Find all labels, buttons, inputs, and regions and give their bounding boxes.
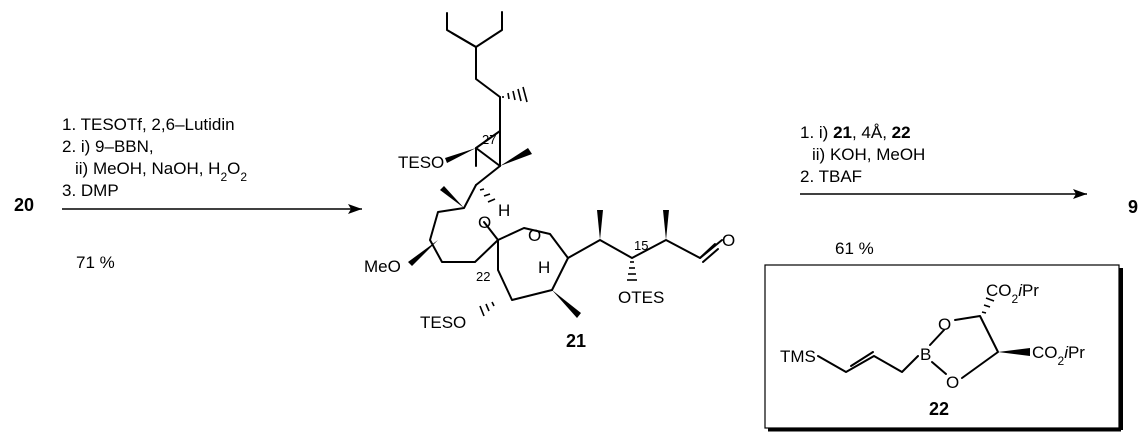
reagent-22-box: TMS B O O CO2iPr CO2iPr 22 <box>764 264 1123 432</box>
wedge-methyl-c26 <box>500 148 532 166</box>
reaction-arrow-1-head <box>348 204 362 214</box>
step2-condition-3: 2. TBAF <box>800 167 862 186</box>
structure-21: 27 TESO H O MeO 22 O H TESO <box>364 11 735 332</box>
bond-b-o-top <box>929 329 945 346</box>
atom-b: B <box>920 345 931 364</box>
step1-condition-2b: ii) MeOH, NaOH, H2O2 <box>75 159 247 184</box>
bond-allyl-chain <box>817 355 919 373</box>
atom-o-ring2: O <box>528 226 541 245</box>
hashed-bond-teso-bottom <box>479 301 495 317</box>
bond-chain <box>475 46 501 98</box>
hashed-bond-co2-top <box>981 297 995 314</box>
atom-o-aldehyde: O <box>722 231 735 250</box>
ring-a <box>429 184 499 263</box>
atom-h-mid: H <box>538 258 550 277</box>
wedge-methyl-c16 <box>597 210 603 240</box>
bond-allyl-double <box>850 351 874 367</box>
step1-condition-3: 3. DMP <box>62 181 119 200</box>
bond-alkene-chain <box>446 11 503 48</box>
wedge-methyl-ringb <box>552 290 581 318</box>
compound-label-22: 22 <box>929 399 949 419</box>
atom-otes: OTES <box>618 288 664 307</box>
wedge-methyl-c14 <box>663 210 669 240</box>
compound-label-20: 20 <box>14 195 34 215</box>
atom-tms: TMS <box>780 347 816 366</box>
step2-yield: 61 % <box>835 239 874 258</box>
step1-condition-2: 2. i) 9–BBN, <box>62 137 154 156</box>
hashed-bond-otes <box>627 261 637 281</box>
compound-label-21: 21 <box>566 331 586 351</box>
hashed-bond-h-top <box>479 188 496 203</box>
atom-o-ring1: O <box>478 213 491 232</box>
atom-teso-bottom: TESO <box>420 313 466 332</box>
atom-teso-top: TESO <box>398 153 444 172</box>
wedge-co2-bottom <box>998 348 1030 356</box>
step1-yield: 71 % <box>76 253 115 272</box>
reagent-co2ipr-top: CO2iPr <box>986 281 1039 306</box>
ring-b <box>497 227 569 301</box>
bond-alkene-double <box>451 32 477 48</box>
position-22: 22 <box>476 269 490 284</box>
wedge-methyl-ring <box>440 186 464 208</box>
atom-meo: MeO <box>364 257 401 276</box>
bond-aldehyde <box>699 243 716 259</box>
hashed-bond-methyl <box>502 86 528 103</box>
position-27: 27 <box>482 132 496 147</box>
reagent-co2ipr-bottom: CO2iPr <box>1032 343 1085 368</box>
reaction-arrow-2-head <box>1073 189 1087 199</box>
step2-condition-1: 1. i) 21, 4Å, 22 <box>800 123 911 142</box>
atom-o-bottom: O <box>946 373 959 392</box>
wedge-ome <box>408 240 438 266</box>
atom-h-top: H <box>498 201 510 220</box>
wedge-otes-top <box>445 148 476 163</box>
position-15: 15 <box>634 238 648 253</box>
bond-to-ring <box>475 165 501 186</box>
step1-condition-1: 1. TESOTf, 2,6–Lutidin <box>62 115 235 134</box>
atom-o-top: O <box>938 315 951 334</box>
ring-dioxaborolane <box>954 315 999 379</box>
step2-condition-2: ii) KOH, MeOH <box>812 145 925 164</box>
compound-label-9: 9 <box>1128 197 1138 217</box>
bond-b-o-bottom <box>931 361 947 375</box>
bond-aldehyde-double <box>702 248 719 263</box>
